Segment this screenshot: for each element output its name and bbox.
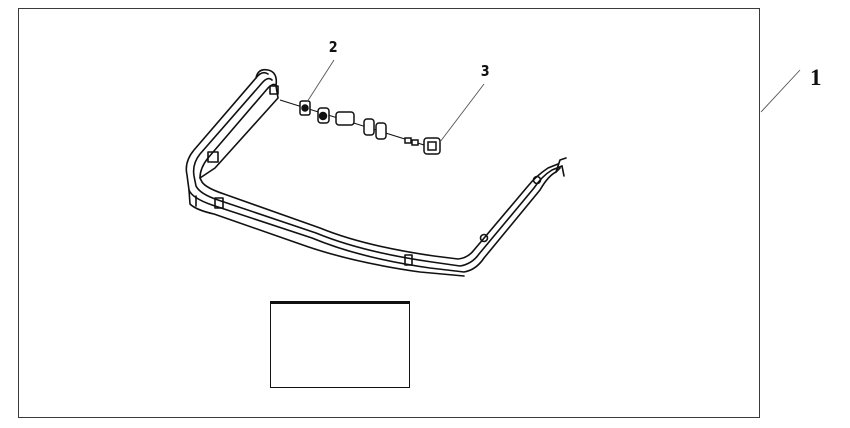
- callout-1: 1: [810, 65, 822, 90]
- diagram-frame: [18, 8, 760, 418]
- callout-3: 3: [480, 62, 490, 80]
- inset-placeholder-box: [270, 301, 410, 388]
- mounting-hardware: [279, 99, 441, 155]
- leader-line-3: [439, 83, 485, 143]
- bumper-bracket: [185, 68, 567, 277]
- leader-line-2: [306, 59, 335, 103]
- leader-line-1: [760, 69, 801, 113]
- callout-2: 2: [328, 38, 338, 56]
- leader-lines: [306, 59, 801, 143]
